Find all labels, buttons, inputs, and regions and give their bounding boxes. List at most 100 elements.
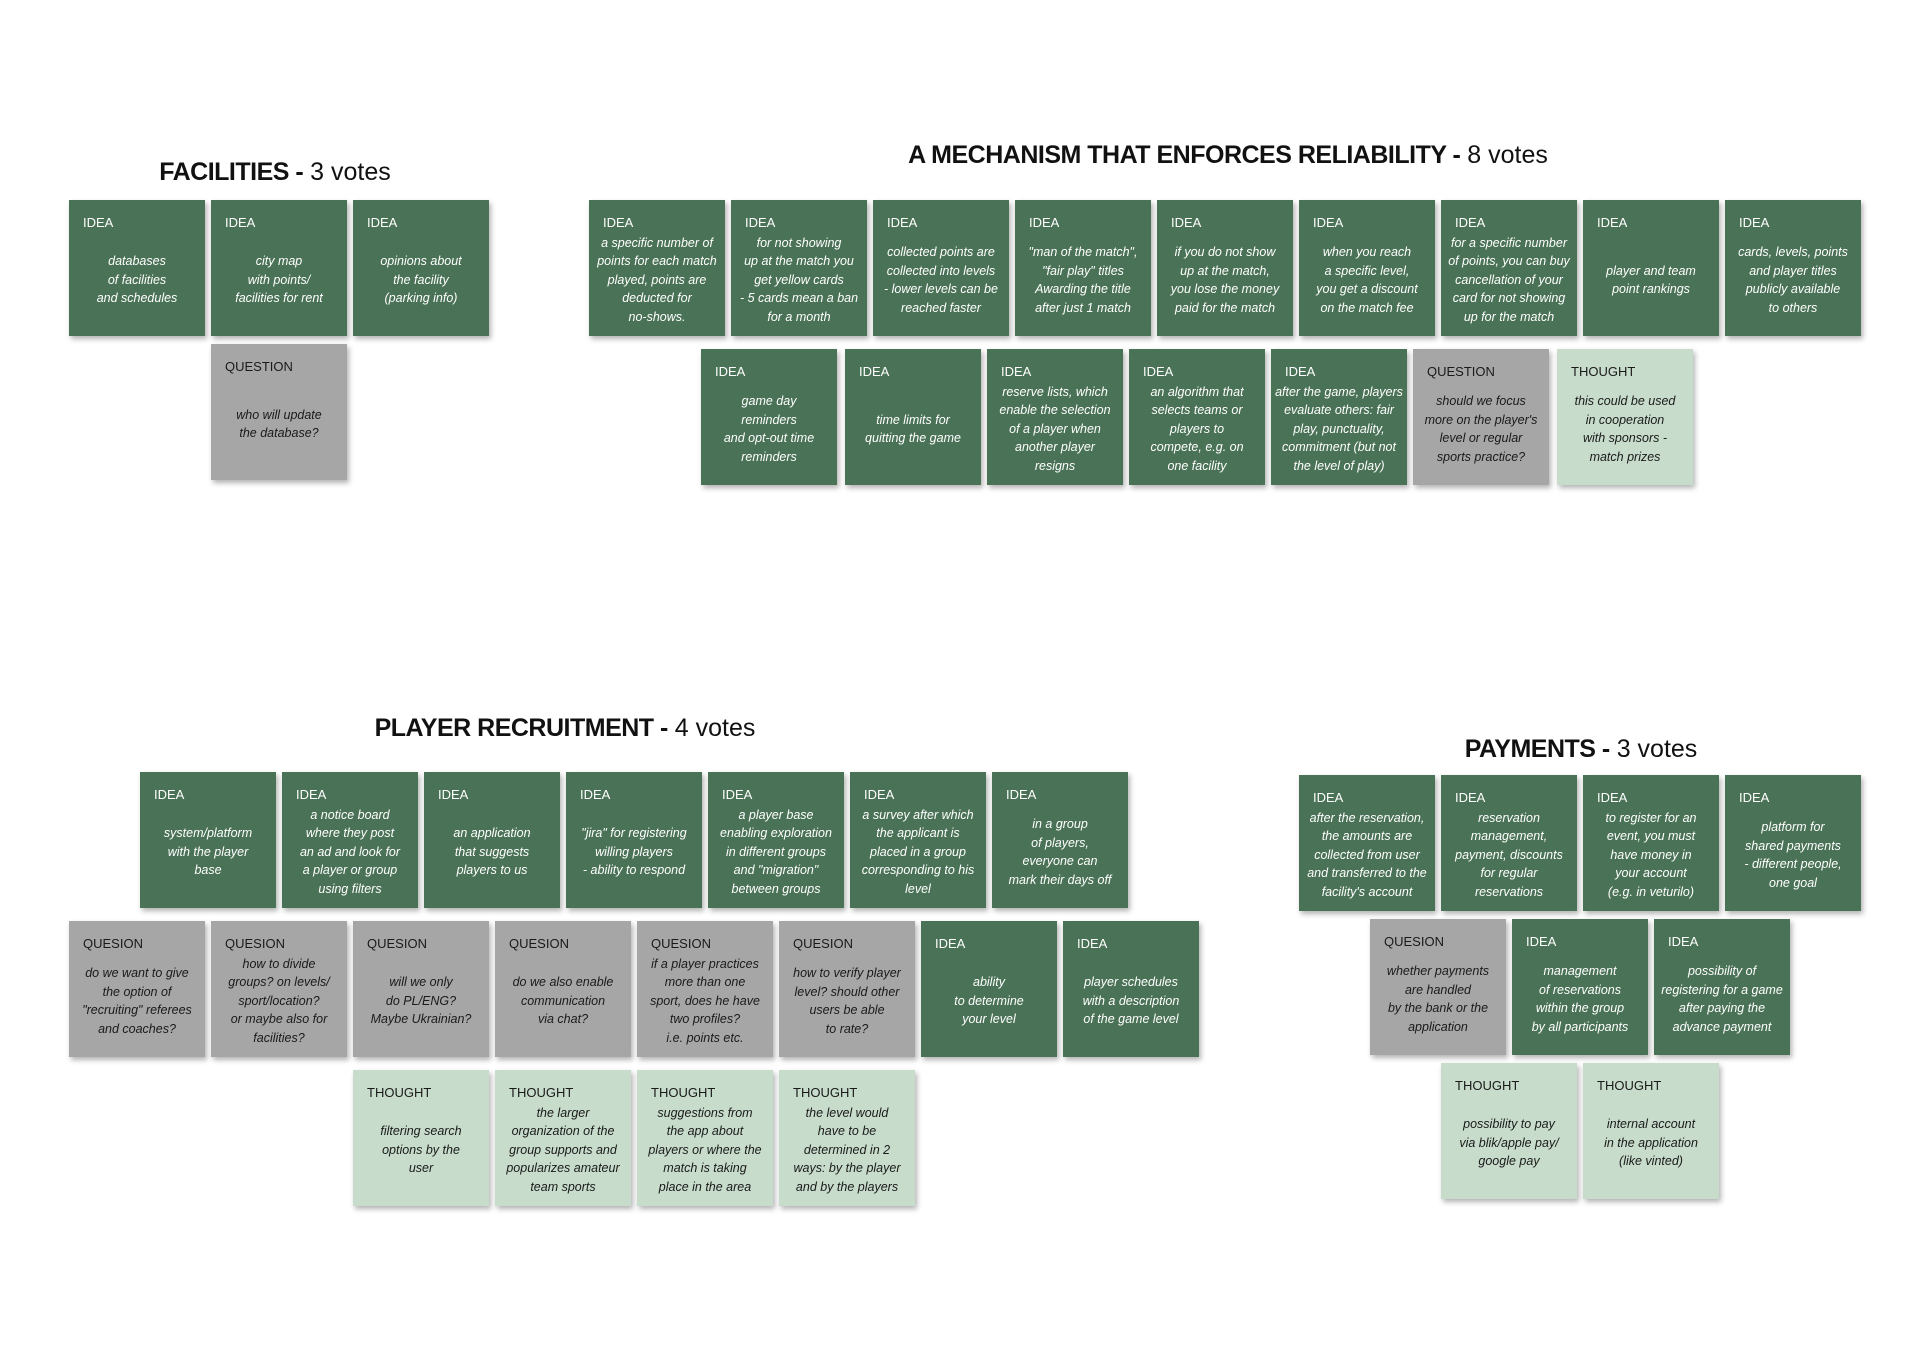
- sticky-note-idea[interactable]: IDEA an algorithm that selects teams or p…: [1129, 349, 1265, 485]
- note-text: collected points are collected into leve…: [884, 245, 998, 315]
- note-text: an algorithm that selects teams or playe…: [1150, 384, 1244, 473]
- note-text: after the reservation, the amounts are c…: [1307, 810, 1427, 899]
- note-text: opinions about the facility (parking inf…: [380, 254, 462, 306]
- note-text: a specific number of points for each mat…: [597, 235, 717, 324]
- note-text: a player base enabling exploration in di…: [720, 807, 832, 896]
- note-type-label: QUESION: [367, 936, 427, 951]
- note-type-label: QUESION: [651, 936, 711, 951]
- note-type-label: IDEA: [859, 364, 890, 379]
- sticky-note-idea[interactable]: IDEA system/platform with the player base: [140, 772, 276, 908]
- sticky-note-idea[interactable]: IDEA a player base enabling exploration i…: [708, 772, 844, 908]
- note-text: do we want to give the option of "recrui…: [82, 966, 192, 1036]
- vote-count: 8 votes: [1467, 141, 1548, 169]
- sticky-note-question[interactable]: QUESION do we want to give the option of …: [69, 921, 205, 1057]
- note-type-label: IDEA: [367, 215, 398, 230]
- note-text: for not showing up at the match you get …: [739, 235, 859, 324]
- note-text: "jira" for registering willing players -…: [581, 826, 687, 878]
- note-text: time limits for quitting the game: [865, 412, 961, 446]
- note-type-label: IDEA: [722, 787, 753, 802]
- note-type-label: THOUGHT: [1455, 1078, 1520, 1093]
- note-type-label: IDEA: [1668, 934, 1699, 949]
- note-text: system/platform with the player base: [163, 826, 253, 878]
- note-text: player schedules with a description of t…: [1082, 975, 1180, 1027]
- note-type-label: QUESION: [793, 936, 853, 951]
- note-text: to register for an event, you must have …: [1605, 810, 1697, 899]
- note-text: "man of the match", "fair play" titles A…: [1028, 245, 1138, 315]
- note-text: how to divide groups? on levels/ sport/l…: [228, 956, 330, 1045]
- note-type-label: IDEA: [1006, 787, 1037, 802]
- note-text: the level would have to be determined in…: [793, 1105, 901, 1194]
- sticky-note-idea[interactable]: IDEA time limits for quitting the game: [845, 349, 981, 485]
- note-type-label: IDEA: [1739, 215, 1770, 230]
- note-text: internal account in the application (lik…: [1604, 1117, 1698, 1169]
- note-type-label: IDEA: [1285, 364, 1316, 379]
- note-text: a survey after which the applicant is pl…: [861, 807, 975, 896]
- note-type-label: IDEA: [935, 936, 966, 951]
- note-type-label: IDEA: [1526, 934, 1557, 949]
- note-type-label: IDEA: [83, 215, 114, 230]
- note-type-label: QUESION: [509, 936, 569, 951]
- cluster-name: PAYMENTS -: [1464, 735, 1611, 763]
- sticky-note-idea[interactable]: IDEA opinions about the facility (parking…: [353, 200, 489, 336]
- note-type-label: THOUGHT: [1597, 1078, 1662, 1093]
- note-text: game day reminders and opt-out time remi…: [723, 394, 815, 464]
- note-type-label: IDEA: [1001, 364, 1032, 379]
- note-text: the larger organization of the group sup…: [506, 1105, 620, 1194]
- sticky-note-idea[interactable]: IDEA ability to determine your level: [921, 921, 1057, 1057]
- note-text: city map with points/ facilities for ren…: [235, 254, 323, 306]
- note-type-label: THOUGHT: [367, 1085, 432, 1100]
- note-type-label: IDEA: [1143, 364, 1174, 379]
- cluster-title-facilities: FACILITIES - 3 votes: [159, 157, 391, 187]
- note-text: this could be used in cooperation with s…: [1574, 394, 1676, 464]
- note-type-label: THOUGHT: [651, 1085, 716, 1100]
- sticky-note-thought[interactable]: THOUGHT internal account in the applicati…: [1583, 1063, 1719, 1199]
- note-text: databases of facilities and schedules: [96, 254, 178, 306]
- note-type-label: IDEA: [1597, 790, 1628, 805]
- vote-count: 3 votes: [310, 158, 391, 186]
- note-type-label: QUESION: [83, 936, 143, 951]
- sticky-note-idea[interactable]: IDEA"man of the match", "fair play" titl…: [1015, 200, 1151, 336]
- sticky-note-idea[interactable]: IDEA databases of facilities and schedule…: [69, 200, 205, 336]
- note-type-label: IDEA: [154, 787, 185, 802]
- note-text: a notice board where they post an ad and…: [299, 807, 401, 896]
- sticky-note-idea[interactable]: IDEA"jira" for registering willing playe…: [566, 772, 702, 908]
- note-text: ability to determine your level: [954, 975, 1024, 1027]
- sticky-note-idea[interactable]: IDEA to register for an event, you must h…: [1583, 775, 1719, 911]
